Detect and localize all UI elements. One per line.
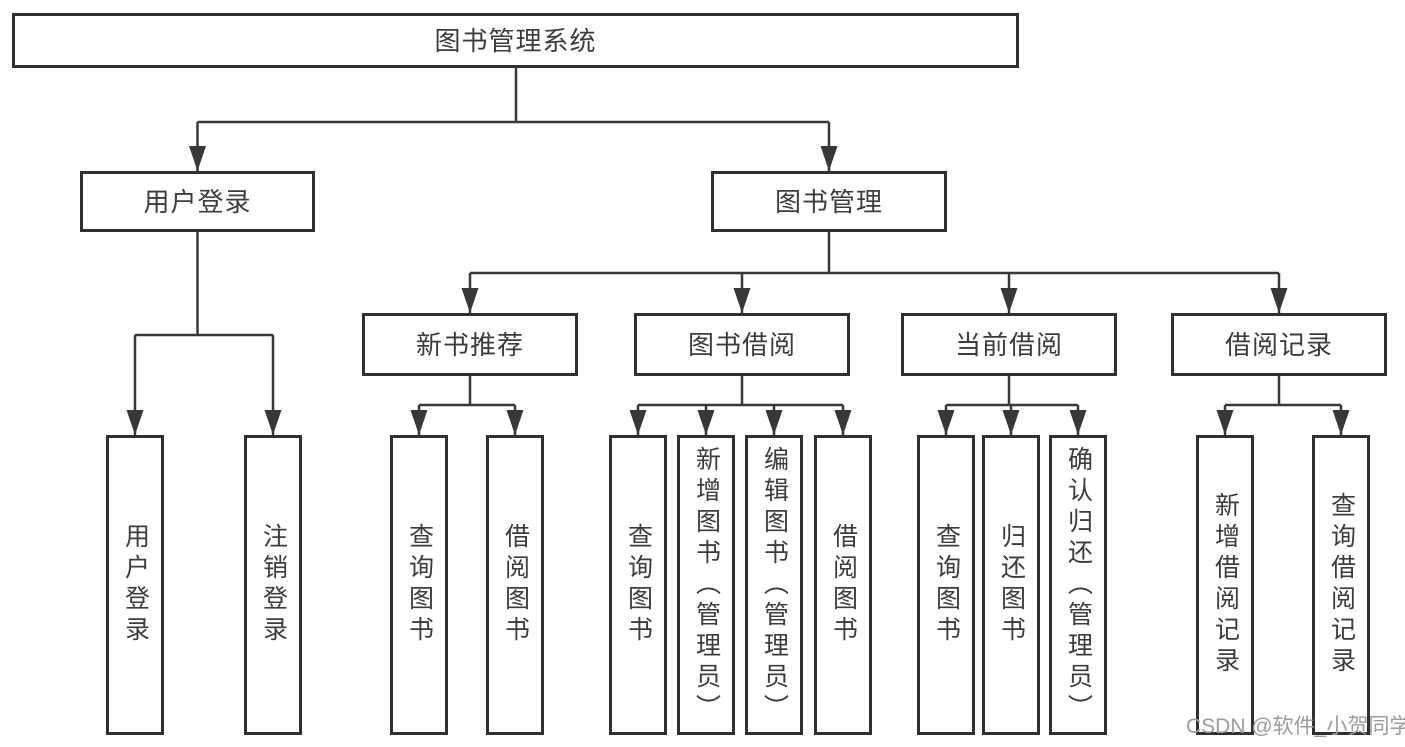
csdn-watermark: CSDN @软件_小贺同学	[1186, 715, 1405, 738]
leaf-query-books-borrowing-label: 查询图书	[624, 523, 653, 647]
leaf-query-books-current: 查询图书	[917, 435, 975, 735]
leaf-confirm-return-admin: 确认归还（管理员）	[1049, 435, 1107, 735]
leaf-return-books: 归还图书	[982, 435, 1040, 735]
leaf-add-books-admin: 新增图书（管理员）	[677, 435, 735, 735]
node-user-login: 用户登录	[80, 171, 315, 232]
leaf-add-borrow-record: 新增借阅记录	[1196, 435, 1254, 735]
leaf-confirm-return-admin-label: 确认归还（管理员）	[1064, 445, 1093, 725]
arrowheads	[126, 146, 1350, 435]
node-new-book-recommendation: 新书推荐	[362, 313, 578, 376]
leaf-query-books-recommend: 查询图书	[390, 435, 448, 735]
leaf-query-borrow-record: 查询借阅记录	[1312, 435, 1370, 735]
node-system-root: 图书管理系统	[12, 13, 1019, 68]
leaf-return-books-label: 归还图书	[997, 523, 1026, 647]
leaf-edit-books-admin-label: 编辑图书（管理员）	[760, 445, 789, 725]
leaf-edit-books-admin: 编辑图书（管理员）	[745, 435, 803, 735]
leaf-query-books-current-label: 查询图书	[932, 523, 961, 647]
leaf-borrow-books-recommend-label: 借阅图书	[501, 523, 530, 647]
leaf-logout-label: 注销登录	[259, 523, 288, 647]
leaf-logout: 注销登录	[244, 435, 302, 735]
leaf-borrow-books-borrowing-label: 借阅图书	[829, 523, 858, 647]
node-book-borrowing: 图书借阅	[634, 313, 850, 376]
leaf-query-books-recommend-label: 查询图书	[405, 523, 434, 647]
leaf-query-borrow-record-label: 查询借阅记录	[1327, 492, 1356, 678]
node-current-borrowing: 当前借阅	[901, 313, 1117, 376]
node-book-management: 图书管理	[711, 171, 947, 232]
leaf-query-books-borrowing: 查询图书	[609, 435, 667, 735]
leaf-borrow-books-borrowing: 借阅图书	[814, 435, 872, 735]
leaf-user-login: 用户登录	[106, 435, 164, 735]
node-borrowing-records: 借阅记录	[1171, 313, 1387, 376]
leaf-add-books-admin-label: 新增图书（管理员）	[692, 445, 721, 725]
leaf-add-borrow-record-label: 新增借阅记录	[1211, 492, 1240, 678]
leaf-borrow-books-recommend: 借阅图书	[486, 435, 544, 735]
leaf-user-login-label: 用户登录	[121, 523, 150, 647]
